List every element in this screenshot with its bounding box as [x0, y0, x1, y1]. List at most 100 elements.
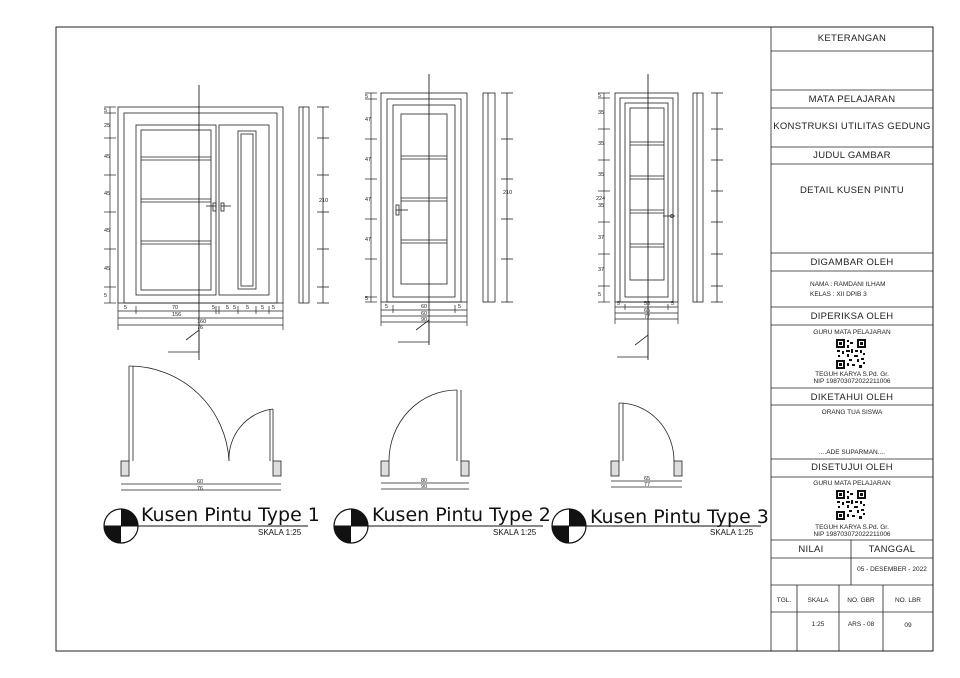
mata-pelajaran-value: KONSTRUKSI UTILITAS GEDUNG [773, 121, 931, 132]
type1-side-section [298, 106, 329, 304]
type1-title-symbol [103, 508, 308, 544]
parent-name: ....ADE SUPARMAN.... [819, 449, 885, 456]
dim-label: 5 [365, 296, 369, 302]
dim-label: 47 [365, 117, 372, 123]
dim-label: 5 [212, 305, 216, 311]
type2-title-symbol [333, 508, 543, 544]
teacher-nip-2: NIP 198703072022211006 [813, 531, 891, 538]
type2-title: Kusen Pintu Type 2 [372, 504, 551, 526]
dim-label: 35 [598, 203, 605, 209]
parent-label: ORANG TUA SISWA [821, 409, 883, 416]
skala-value: 1:25 [811, 621, 825, 628]
dim-label: 5 [104, 108, 108, 114]
dim-label: 80 [421, 478, 428, 484]
dim-label: 60 [197, 479, 204, 485]
dim-label: 90 [421, 484, 428, 490]
type1-plan [120, 365, 282, 491]
dim-label: 35 [598, 110, 605, 116]
type1-title: Kusen Pintu Type 1 [141, 504, 320, 526]
dim-label: 45 [104, 154, 111, 160]
type3-side-section [692, 92, 723, 303]
type1-elevation [117, 85, 284, 360]
dim-label: 5 [598, 93, 602, 99]
type3-plan [610, 402, 683, 488]
teacher-name-1: TEGUH KARYA S.Pd. Gr. [815, 371, 889, 378]
dim-label: 37 [598, 235, 605, 241]
dim-label: 210 [503, 190, 513, 196]
dim-label: 5 [385, 304, 389, 310]
digambar-oleh-header: DIGAMBAR OLEH [810, 257, 894, 268]
type3-scale: SKALA 1:25 [710, 528, 754, 537]
dim-label: 5 [671, 301, 675, 307]
tanggal-value: 05 - DESEMBER - 2022 [857, 566, 927, 573]
keterangan-header: KETERANGAN [817, 33, 887, 44]
teacher-nip-1: NIP 198703072022211006 [813, 378, 891, 385]
disetujui-oleh-header: DISETUJUI OLEH [811, 462, 893, 473]
dim-label: 210 [319, 198, 329, 204]
dim-label: 5 [458, 304, 462, 310]
type3-elevation [614, 74, 679, 360]
type2-bottom-dimensions [380, 302, 468, 326]
dim-label: 47 [365, 237, 372, 243]
diperiksa-oleh-header: DIPERIKSA OLEH [810, 311, 894, 322]
drawer-class: KELAS : XII DPIB 3 [810, 291, 867, 298]
skala-header: SKALA [807, 597, 829, 604]
title-block-grid [770, 26, 934, 652]
dim-label: 160 [197, 319, 207, 325]
dim-label: 5 [261, 305, 265, 311]
dim-label: 47 [365, 157, 372, 163]
qr-code-icon [836, 339, 866, 369]
teacher-name-2: TEGUH KARYA S.Pd. Gr. [815, 524, 889, 531]
dim-label: 5 [272, 305, 276, 311]
tgl-header: TGL. [776, 597, 792, 604]
type3-vertical-dimensions [598, 92, 610, 303]
no-gbr-header: NO. GBR [847, 597, 875, 604]
no-gbr-value: ARS - 08 [847, 621, 875, 628]
dim-label: 77 [644, 314, 651, 320]
dim-label: 55 [644, 301, 651, 307]
diketahui-oleh-header: DIKETAHUI OLEH [810, 392, 894, 403]
dim-label: 60 [421, 304, 428, 310]
type1-scale: SKALA 1:25 [258, 528, 302, 537]
tanggal-header: TANGGAL [868, 544, 916, 555]
dim-label: 35 [598, 141, 605, 147]
dim-label: 5 [598, 292, 602, 298]
dim-label: 224 [596, 196, 606, 202]
qr-code-icon [836, 490, 866, 520]
type3-title-symbol [551, 508, 761, 544]
type2-elevation [380, 74, 468, 345]
dim-label: 70 [172, 305, 179, 311]
dim-label: 5 [104, 293, 108, 299]
dim-label: 45 [104, 228, 111, 234]
dim-label: 60 [421, 311, 428, 317]
type2-vertical-dimensions [365, 92, 377, 303]
dim-label: 5 [246, 305, 250, 311]
dim-label: 90 [421, 317, 428, 323]
guru-label-2: GURU MATA PELAJARAN [813, 480, 891, 487]
dim-label: 35 [598, 172, 605, 178]
dim-label: 156 [172, 312, 182, 318]
dim-label: 45 [104, 191, 111, 197]
dim-label: 5 [233, 305, 237, 311]
dim-label: 77 [644, 482, 651, 488]
type3-bottom-dimensions [614, 302, 679, 324]
dim-label: 5 [124, 305, 128, 311]
dim-label: 25 [104, 123, 111, 129]
no-lbr-value: 09 [904, 622, 912, 629]
dim-label: 47 [365, 197, 372, 203]
dim-label: 76 [197, 325, 204, 331]
type1-vertical-dimensions [104, 106, 116, 304]
dim-label: 5 [226, 305, 230, 311]
judul-gambar-value: DETAIL KUSEN PINTU [799, 185, 905, 196]
dim-label: 37 [598, 267, 605, 273]
dim-label: 5 [365, 94, 369, 100]
judul-gambar-header: JUDUL GAMBAR [813, 150, 891, 161]
dim-label: 76 [197, 486, 204, 492]
type2-plan [380, 389, 470, 490]
dim-label: 45 [104, 266, 111, 272]
dim-label: 5 [617, 301, 621, 307]
type2-side-section [482, 92, 513, 303]
type3-title: Kusen Pintu Type 3 [590, 506, 769, 528]
mata-pelajaran-header: MATA PELAJARAN [808, 94, 896, 105]
